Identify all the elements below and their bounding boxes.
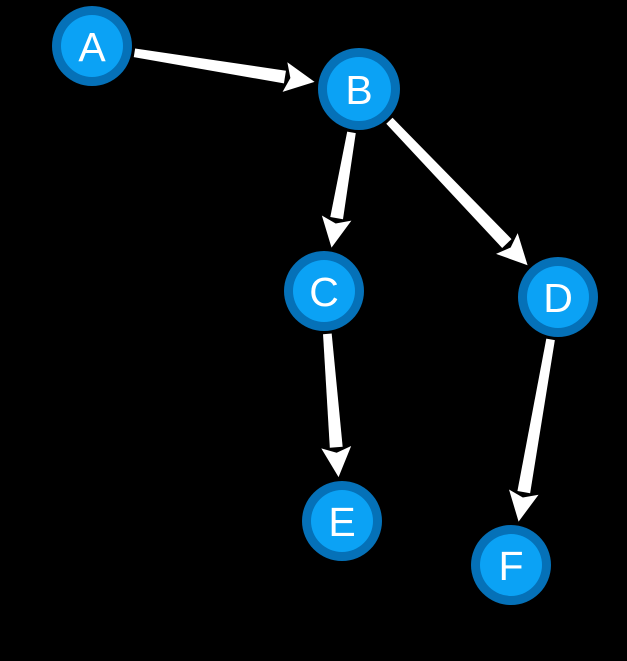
graph-node-a[interactable]: A: [52, 6, 132, 86]
edge-arrowhead-icon: [509, 489, 539, 522]
node-body: [527, 266, 589, 328]
edge-line: [323, 333, 343, 448]
edge-line: [330, 131, 356, 220]
node-label: A: [78, 24, 106, 70]
graph-node-d[interactable]: D: [518, 257, 598, 337]
edge-line: [133, 48, 286, 84]
node-label: C: [309, 269, 339, 315]
edge-line: [517, 338, 555, 494]
graph-node-c[interactable]: C: [284, 251, 364, 331]
graph-edge-b-c[interactable]: [321, 131, 356, 248]
edge-arrowhead-icon: [496, 233, 528, 266]
edge-arrowhead-icon: [321, 215, 352, 248]
graph-node-e[interactable]: E: [302, 481, 382, 561]
node-body: [327, 57, 391, 121]
node-label: D: [543, 275, 573, 321]
node-body: [293, 260, 355, 322]
node-body: [61, 15, 123, 77]
node-label: E: [328, 499, 355, 545]
node-body: [480, 534, 542, 596]
node-layer: A B C D E F: [52, 6, 598, 605]
edge-layer: [133, 48, 555, 522]
node-body: [311, 490, 373, 552]
graph-edge-a-b[interactable]: [133, 48, 315, 92]
graph-edge-c-e[interactable]: [321, 333, 352, 478]
node-label: B: [345, 67, 372, 113]
graph-edge-d-f[interactable]: [509, 338, 555, 522]
graph-node-f[interactable]: F: [471, 525, 551, 605]
edge-line: [386, 117, 512, 248]
graph-edge-b-d[interactable]: [386, 117, 528, 266]
graph-node-b[interactable]: B: [318, 48, 400, 130]
edge-arrowhead-icon: [282, 62, 315, 92]
node-label: F: [498, 543, 523, 589]
edge-arrowhead-icon: [321, 446, 352, 478]
